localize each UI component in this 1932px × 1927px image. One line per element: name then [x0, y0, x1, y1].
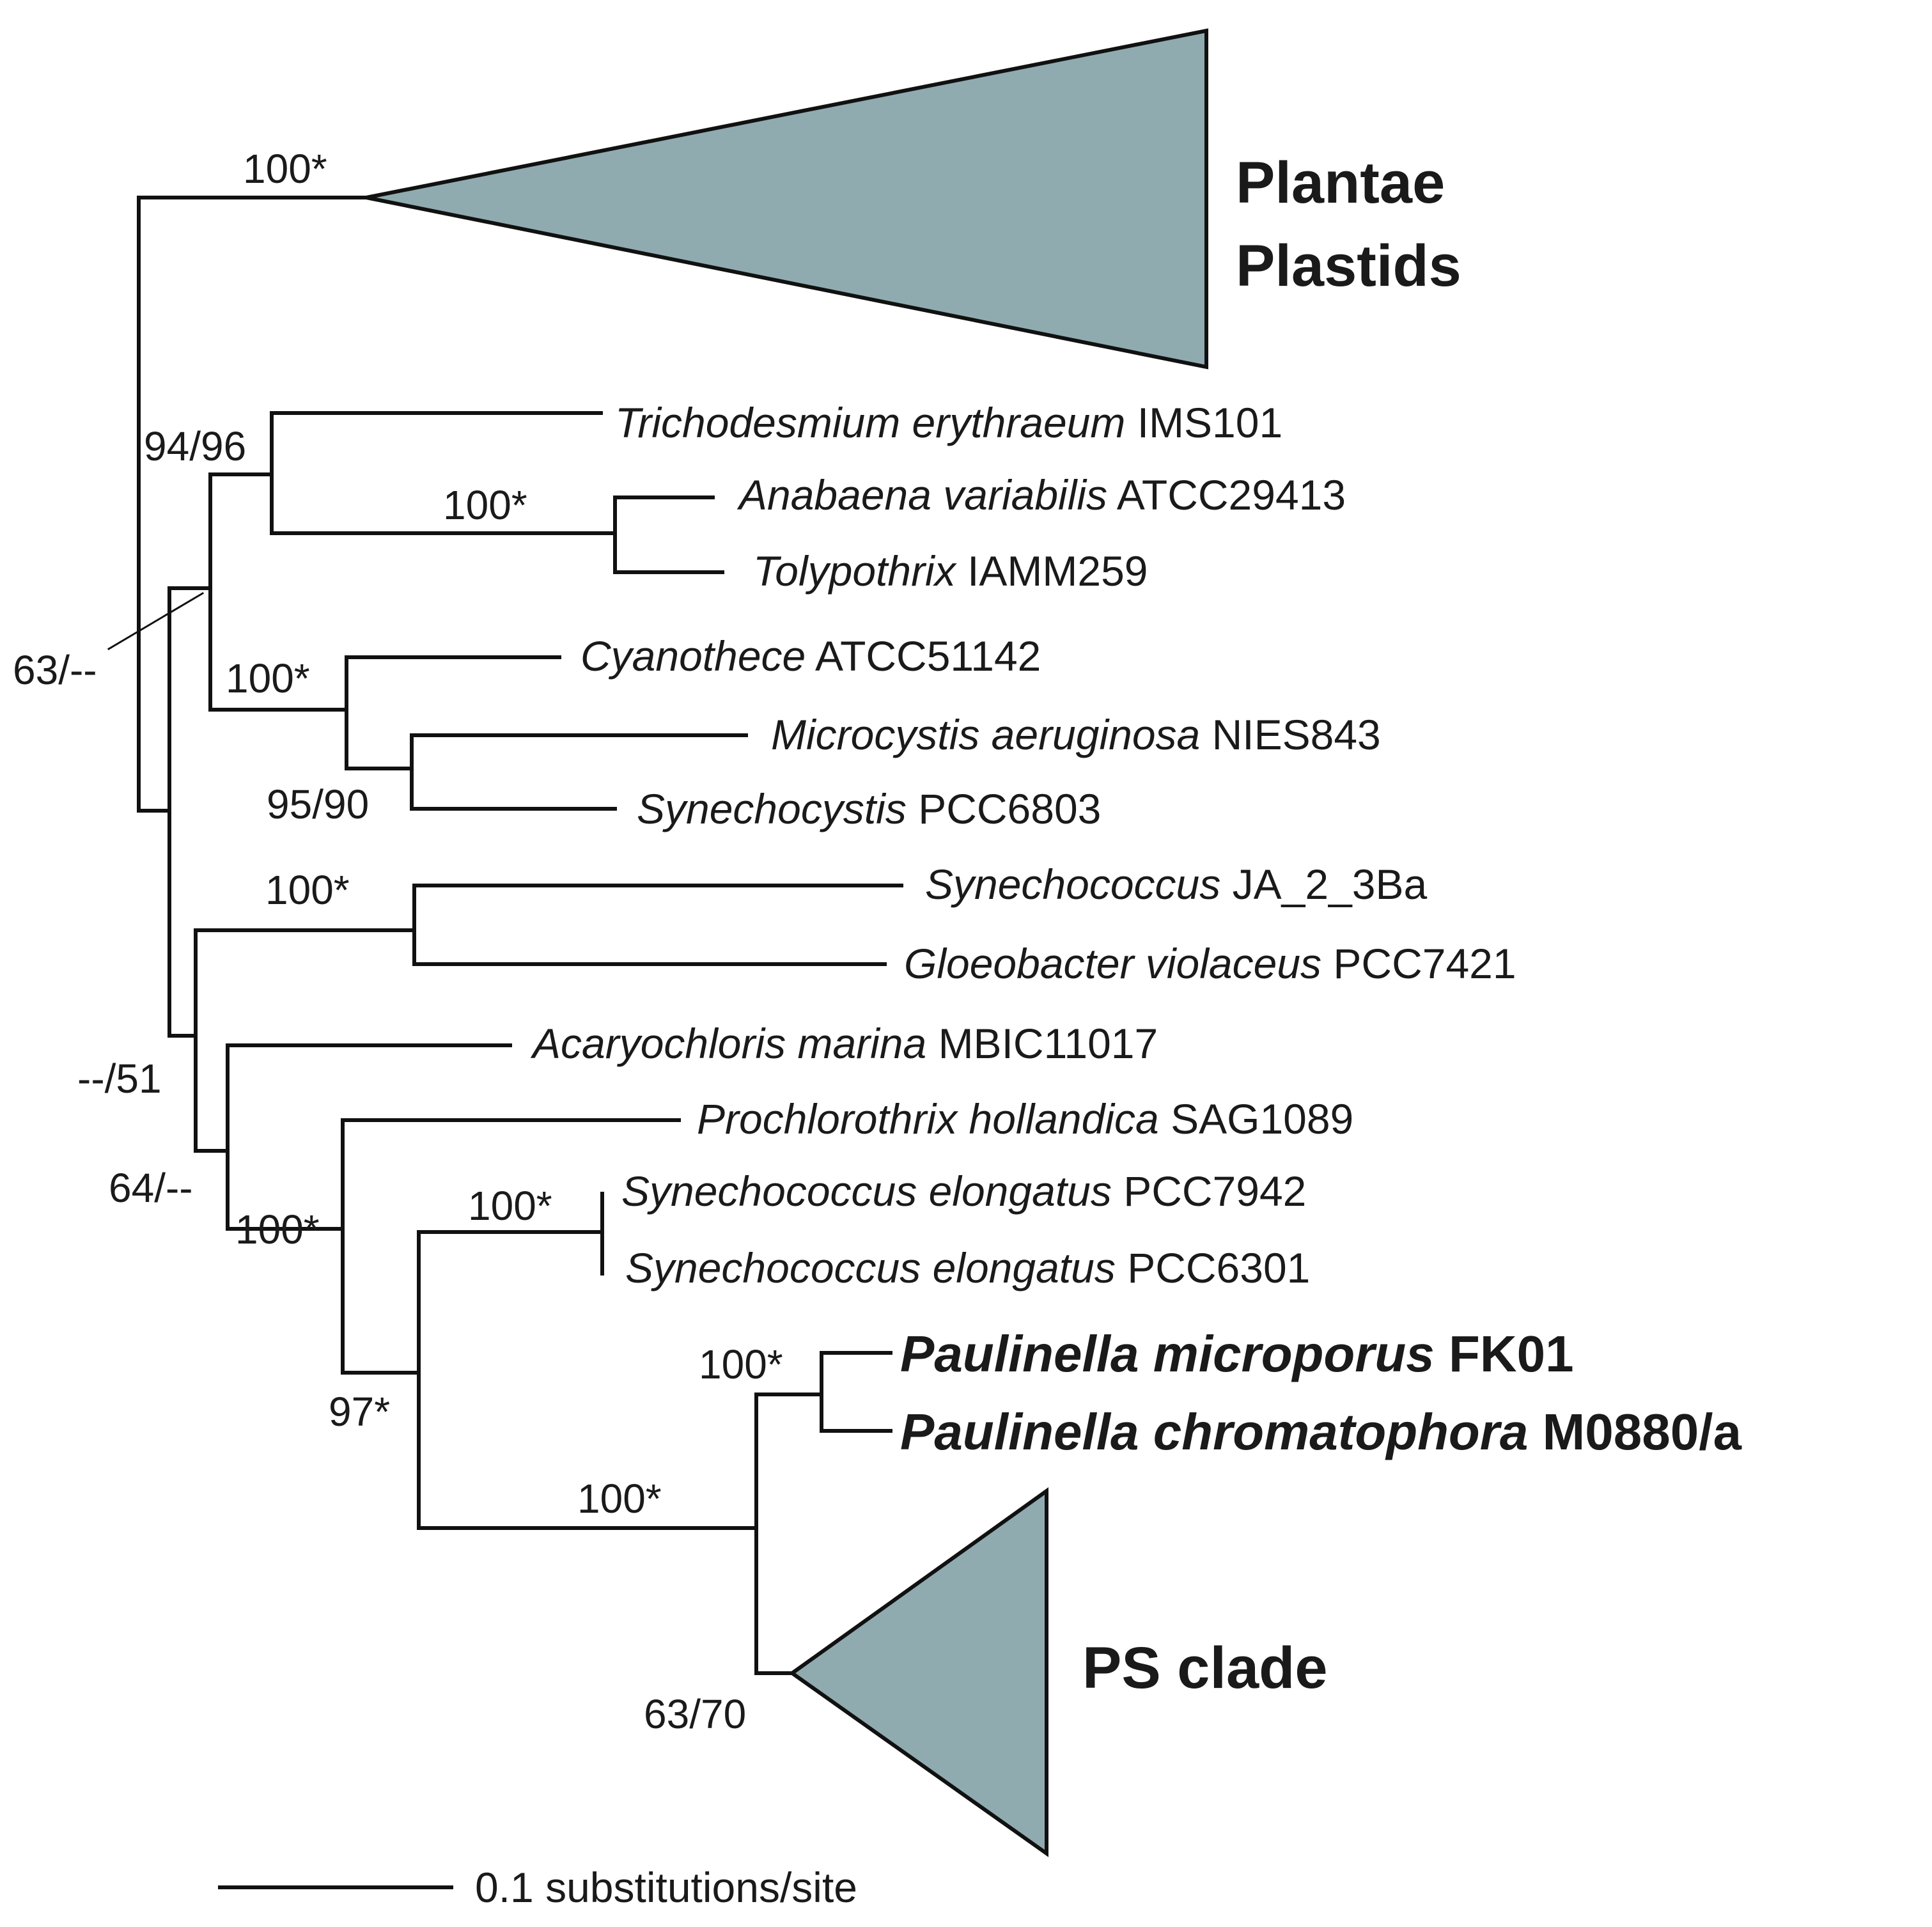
plantae-plastids-triangle — [366, 28, 1208, 370]
taxon-label: Trichodesmium erythraeum IMS101 — [615, 399, 1282, 446]
scale-bar-label: 0.1 substitutions/site — [475, 1864, 857, 1911]
taxon-label: Tolypothrix IAMM259 — [753, 547, 1148, 595]
support-value: 94/96 — [144, 423, 246, 469]
taxon-label-highlighted: Paulinella chromatophora M0880/a — [900, 1403, 1741, 1460]
taxon-label: Prochlorothrix hollandica SAG1089 — [697, 1095, 1353, 1143]
taxon-label: Synechocystis PCC6803 — [637, 785, 1101, 832]
taxon-label: Synechococcus JA_2_3Ba — [925, 861, 1427, 908]
support-value: 95/90 — [267, 781, 369, 827]
taxon-label: Anabaena variabilis ATCC29413 — [736, 471, 1346, 519]
branch-paulinella-ps-vertical — [754, 1393, 794, 1675]
taxon-label: Synechococcus elongatus PCC7942 — [621, 1167, 1306, 1215]
branch-internal-spine — [167, 809, 198, 1038]
branch-acaryo-spine — [194, 1034, 230, 1153]
support-leader-line — [107, 591, 205, 651]
plantae-label-line1: Plantae — [1236, 150, 1445, 215]
support-value: 100* — [577, 1476, 662, 1522]
ps-clade-triangle — [788, 1487, 1048, 1857]
support-value: 63/-- — [13, 647, 97, 693]
support-value: 63/70 — [644, 1691, 746, 1737]
branch-root-vertical — [137, 196, 171, 813]
taxon-label-highlighted: Paulinella microporus FK01 — [900, 1325, 1574, 1382]
taxon-label: Gloeobacter violaceus PCC7421 — [904, 940, 1516, 987]
support-value: 100* — [468, 1183, 552, 1229]
support-value: 100* — [265, 867, 350, 913]
taxon-label: Synechococcus elongatus PCC6301 — [625, 1244, 1310, 1291]
taxon-label: Cyanothece ATCC51142 — [580, 632, 1041, 680]
plantae-label-line2: Plastids — [1236, 233, 1461, 299]
support-value: 100* — [235, 1206, 320, 1252]
support-value: --/51 — [77, 1056, 162, 1102]
taxon-label: Acaryochloris marina MBIC11017 — [530, 1020, 1158, 1067]
support-value: 100* — [699, 1341, 783, 1387]
ps-clade-label: PS clade — [1082, 1635, 1328, 1701]
taxon-label: Microcystis aeruginosa NIES843 — [771, 711, 1381, 758]
support-value: 97* — [329, 1389, 390, 1435]
support-value: 100* — [443, 482, 527, 528]
support-value: 64/-- — [109, 1165, 193, 1211]
support-value: 100* — [243, 146, 327, 192]
tree-branches — [107, 196, 903, 1675]
support-value: 100* — [226, 655, 310, 701]
